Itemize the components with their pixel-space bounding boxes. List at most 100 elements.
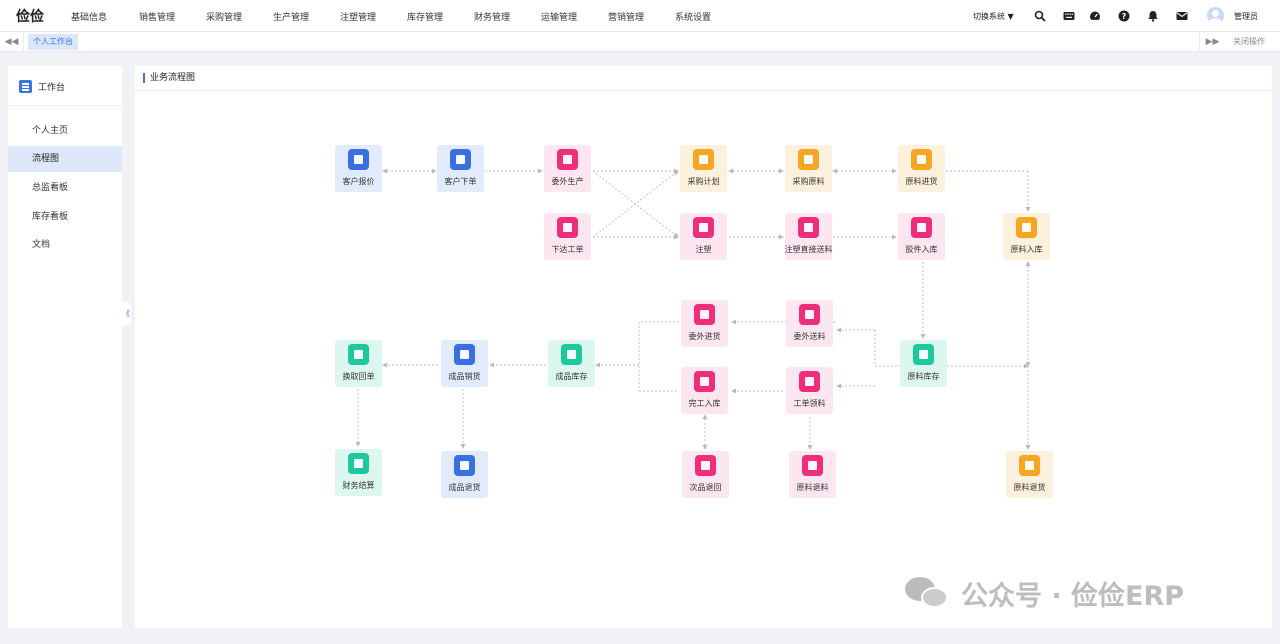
flow-node-defective-return[interactable]: 次品退回	[682, 451, 729, 498]
menu-item-purchase[interactable]: 采购管理	[206, 13, 243, 23]
mail-icon[interactable]	[1175, 9, 1189, 23]
truck-icon	[454, 455, 475, 476]
flow-node-material-receipt[interactable]: 原料进货	[898, 145, 945, 192]
sidebar-item-personal-home[interactable]: 个人主页	[32, 126, 69, 136]
flow-node-purchase-plan[interactable]: 采购计划	[680, 145, 727, 192]
sidebar-title: 工作台	[38, 83, 66, 93]
truck-icon	[694, 304, 715, 325]
top-navigation-bar: 俭俭 基础信息 销售管理 采购管理 生产管理 注塑管理 库存管理 财务管理 运输…	[0, 0, 1280, 32]
watermark-text: 公众号 · 俭俭ERP	[961, 580, 1185, 612]
close-operations-dropdown[interactable]: 关闭操作	[1233, 37, 1265, 46]
page-title: 业务流程图	[143, 73, 195, 83]
box-icon	[911, 217, 932, 238]
truck-icon	[454, 344, 475, 365]
sidebar-collapse-button[interactable]: 《	[121, 302, 131, 326]
tab-scroll-left-icon[interactable]: ◀◀	[0, 32, 24, 52]
flow-node-finished-return[interactable]: 成品退货	[441, 451, 488, 498]
flow-node-label: 客户下单	[444, 177, 477, 186]
list-icon	[19, 80, 32, 93]
flow-node-financial-settlement[interactable]: 财务结算	[335, 449, 382, 496]
checklist-icon	[557, 217, 578, 238]
flow-node-material-return[interactable]: 原料退料	[789, 451, 836, 498]
flow-node-parts-inbound[interactable]: 胶件入库	[898, 213, 945, 260]
flow-node-outsource-delivery[interactable]: 委外送料	[786, 300, 833, 347]
flow-node-label: 原料入库	[1010, 245, 1043, 254]
flow-node-customer-order[interactable]: 客户下单	[437, 145, 484, 192]
menu-item-basic-info[interactable]: 基础信息	[71, 13, 108, 23]
wechat-icon	[903, 575, 951, 611]
dashboard-icon[interactable]	[1088, 9, 1102, 23]
switch-system-dropdown[interactable]: 切换系统 ▼	[973, 11, 1014, 22]
sidebar-item-director-board[interactable]: 总监看板	[32, 183, 69, 193]
flow-node-exchange-receipt[interactable]: 换取回单	[335, 340, 382, 387]
divider	[135, 90, 1272, 91]
flow-node-customer-quote[interactable]: 客户报价	[335, 145, 382, 192]
flow-node-label: 成品销货	[448, 372, 481, 381]
flow-node-label: 原料库存	[907, 372, 940, 381]
flow-node-outsource-receipt[interactable]: 委外进货	[681, 300, 728, 347]
menu-item-inventory[interactable]: 库存管理	[407, 13, 444, 23]
return-icon	[1019, 455, 1040, 476]
flow-node-finished-sales[interactable]: 成品销货	[441, 340, 488, 387]
menu-item-finance[interactable]: 财务管理	[474, 13, 511, 23]
flow-node-label: 原料进货	[905, 177, 938, 186]
wallet-icon	[348, 453, 369, 474]
flow-node-material-inbound[interactable]: 原料入库	[1003, 213, 1050, 260]
user-avatar[interactable]	[1207, 7, 1224, 24]
flow-connectors	[355, 168, 1031, 450]
flow-node-injection-molding[interactable]: 注塑	[680, 213, 727, 260]
cube-icon	[561, 344, 582, 365]
menu-item-marketing[interactable]: 营销管理	[608, 13, 645, 23]
sidebar-item-inventory-board[interactable]: 库存看板	[32, 212, 69, 222]
hand-icon	[799, 304, 820, 325]
tab-scroll-right-icon[interactable]: ▶▶	[1199, 32, 1225, 52]
menu-item-production[interactable]: 生产管理	[273, 13, 310, 23]
warehouse-icon	[1016, 217, 1037, 238]
flow-node-completed-inbound[interactable]: 完工入库	[681, 367, 728, 414]
app-logo[interactable]: 俭俭	[16, 9, 44, 25]
switch-system-label: 切换系统	[973, 12, 1005, 21]
flow-node-label: 财务结算	[342, 481, 375, 490]
flow-node-material-stock[interactable]: 原料库存	[900, 340, 947, 387]
sidebar-item-documents[interactable]: 文档	[32, 240, 51, 250]
flow-node-label: 成品退货	[448, 483, 481, 492]
help-icon[interactable]: ?	[1117, 9, 1131, 23]
main-panel: 业务流程图 客户报价客户下单 委外生产下达工单 采购计划 采购原料原料进货注塑 注塑直接…	[135, 66, 1272, 628]
flow-node-material-return-goods[interactable]: 原料退货	[1006, 451, 1053, 498]
flow-node-label: 下达工单	[551, 245, 584, 254]
flow-node-finished-stock[interactable]: 成品库存	[548, 340, 595, 387]
bag-icon	[348, 149, 369, 170]
flow-node-label: 委外进货	[688, 332, 721, 341]
tab-bar: ◀◀ 个人工作台 ▶▶ 关闭操作	[0, 32, 1280, 52]
flow-node-purchase-material[interactable]: 采购原料	[785, 145, 832, 192]
gears-icon	[799, 371, 820, 392]
flow-node-work-order-picking[interactable]: 工单领料	[786, 367, 833, 414]
flow-node-label: 注塑	[695, 245, 712, 254]
bell-icon[interactable]	[1146, 9, 1160, 23]
warehouse-icon	[694, 371, 715, 392]
menu-item-system-settings[interactable]: 系统设置	[675, 13, 712, 23]
flow-connector	[592, 170, 679, 238]
menu-item-sales[interactable]: 销售管理	[139, 13, 176, 23]
flow-node-label: 原料退货	[1013, 483, 1046, 492]
flow-node-issue-work-order[interactable]: 下达工单	[544, 213, 591, 260]
sidebar-item-flowchart[interactable]: 流程图	[8, 146, 122, 172]
sidebar: 工作台 个人主页 流程图 总监看板 库存看板 文档	[8, 66, 122, 628]
menu-item-transport[interactable]: 运输管理	[541, 13, 578, 23]
user-name[interactable]: 管理员	[1234, 12, 1258, 21]
flow-node-label: 完工入库	[688, 399, 721, 408]
flow-node-injection-direct-delivery[interactable]: 注塑直接送料	[785, 213, 833, 260]
return-icon	[802, 455, 823, 476]
tab-personal-workbench[interactable]: 个人工作台	[28, 34, 78, 50]
flow-node-outsource-production[interactable]: 委外生产	[544, 145, 591, 192]
keyboard-icon[interactable]	[1062, 9, 1076, 23]
sidebar-header: 工作台	[8, 66, 122, 106]
flow-node-label: 委外生产	[551, 177, 584, 186]
flow-node-label: 次品退回	[689, 483, 722, 492]
search-icon[interactable]	[1033, 9, 1047, 23]
warehouse-icon	[911, 149, 932, 170]
clipboard-icon	[348, 344, 369, 365]
cart-icon	[798, 149, 819, 170]
svg-text:?: ?	[1122, 12, 1127, 21]
menu-item-injection[interactable]: 注塑管理	[340, 13, 377, 23]
